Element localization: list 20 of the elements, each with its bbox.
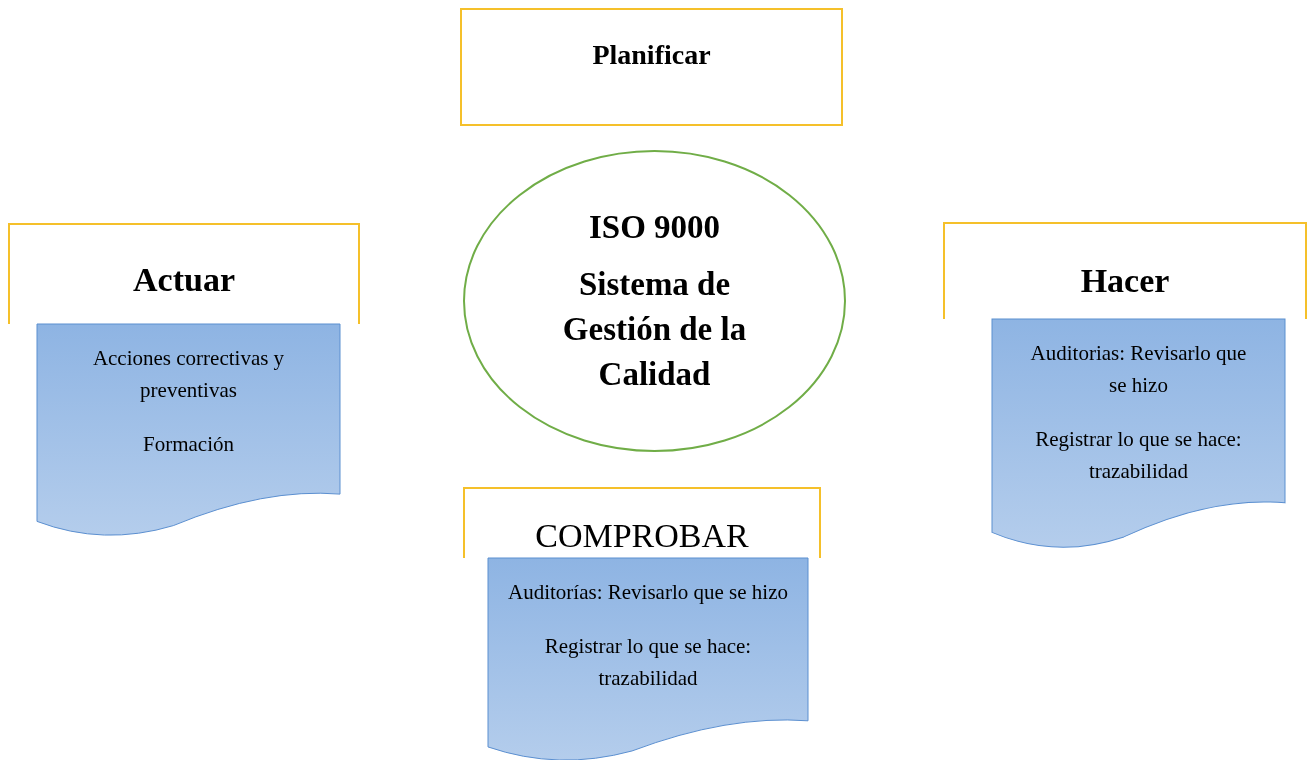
document-text: Auditorías: Revisarlo que se hizo	[508, 579, 788, 606]
process-box	[460, 8, 843, 126]
document-text: Registrar lo que se hace: trazabilidad	[543, 633, 753, 692]
process-box	[463, 487, 821, 558]
box-heading: Actuar	[133, 261, 235, 299]
central-ellipse	[463, 150, 846, 452]
process-box	[943, 222, 1307, 319]
document-text: Auditorias: Revisarlo que se hizo	[1029, 340, 1248, 399]
box-heading: Planificar	[592, 40, 711, 71]
ellipse-text: ISO 9000	[587, 208, 722, 247]
document-text: Formación	[143, 431, 234, 458]
box-heading: COMPROBAR	[535, 517, 749, 555]
document-shape	[37, 324, 340, 534]
box-heading: Hacer	[1080, 262, 1170, 300]
document-text: Registrar lo que se hace: trazabilidad	[1034, 426, 1243, 485]
document-shape	[992, 319, 1285, 546]
process-box	[8, 223, 360, 324]
ellipse-text: Sistema de Gestión de la Calidad	[561, 265, 748, 394]
document-shape	[488, 558, 808, 759]
document-text: Acciones correctivas y preventivas	[91, 345, 286, 404]
